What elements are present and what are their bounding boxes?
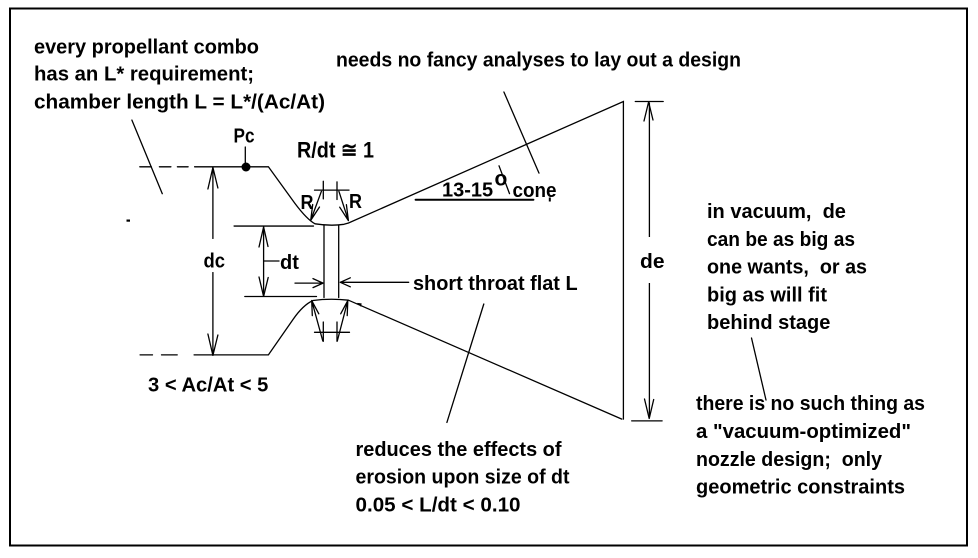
- svg-text:big as will fit: big as will fit: [707, 284, 827, 306]
- svg-text:Pc: Pc: [234, 126, 255, 148]
- svg-text:13-15: 13-15: [442, 180, 493, 202]
- svg-text:nozzle design; only: nozzle design; only: [696, 449, 883, 471]
- svg-text:behind stage: behind stage: [707, 312, 830, 334]
- svg-text:geometric constraints: geometric constraints: [696, 477, 905, 499]
- svg-text:dc: dc: [204, 251, 226, 273]
- svg-text:every propellant combo: every propellant combo: [34, 37, 259, 59]
- svg-text:cone: cone: [513, 180, 557, 202]
- svg-text:in vacuum, de: in vacuum, de: [707, 201, 846, 223]
- svg-text:needs no fancy analyses to lay: needs no fancy analyses to lay out a des…: [336, 50, 741, 72]
- svg-text:0.05 < L/dt < 0.10: 0.05 < L/dt < 0.10: [356, 495, 521, 517]
- svg-text:R/dt ≅ 1: R/dt ≅ 1: [297, 138, 374, 163]
- svg-text:there is no such thing as: there is no such thing as: [696, 393, 925, 415]
- svg-text:has an L* requirement;: has an L* requirement;: [34, 64, 254, 86]
- svg-text:one wants, or as: one wants, or as: [707, 257, 867, 279]
- svg-text:short throat flat L: short throat flat L: [413, 273, 578, 295]
- svg-text:erosion upon size of dt: erosion upon size of dt: [356, 467, 570, 489]
- svg-text:o: o: [495, 168, 508, 191]
- svg-text:de: de: [640, 251, 665, 273]
- svg-text:can be as big as: can be as big as: [707, 229, 855, 251]
- svg-text:R: R: [301, 192, 314, 214]
- svg-text:reduces the effects of: reduces the effects of: [356, 439, 562, 461]
- svg-text:3 < Ac/At < 5: 3 < Ac/At < 5: [148, 375, 268, 397]
- svg-text:chamber length L = L*/(Ac/At): chamber length L = L*/(Ac/At): [34, 92, 325, 114]
- svg-text:R: R: [349, 191, 362, 213]
- svg-text:dt: dt: [280, 252, 299, 274]
- svg-text:a "vacuum-optimized": a "vacuum-optimized": [696, 421, 911, 443]
